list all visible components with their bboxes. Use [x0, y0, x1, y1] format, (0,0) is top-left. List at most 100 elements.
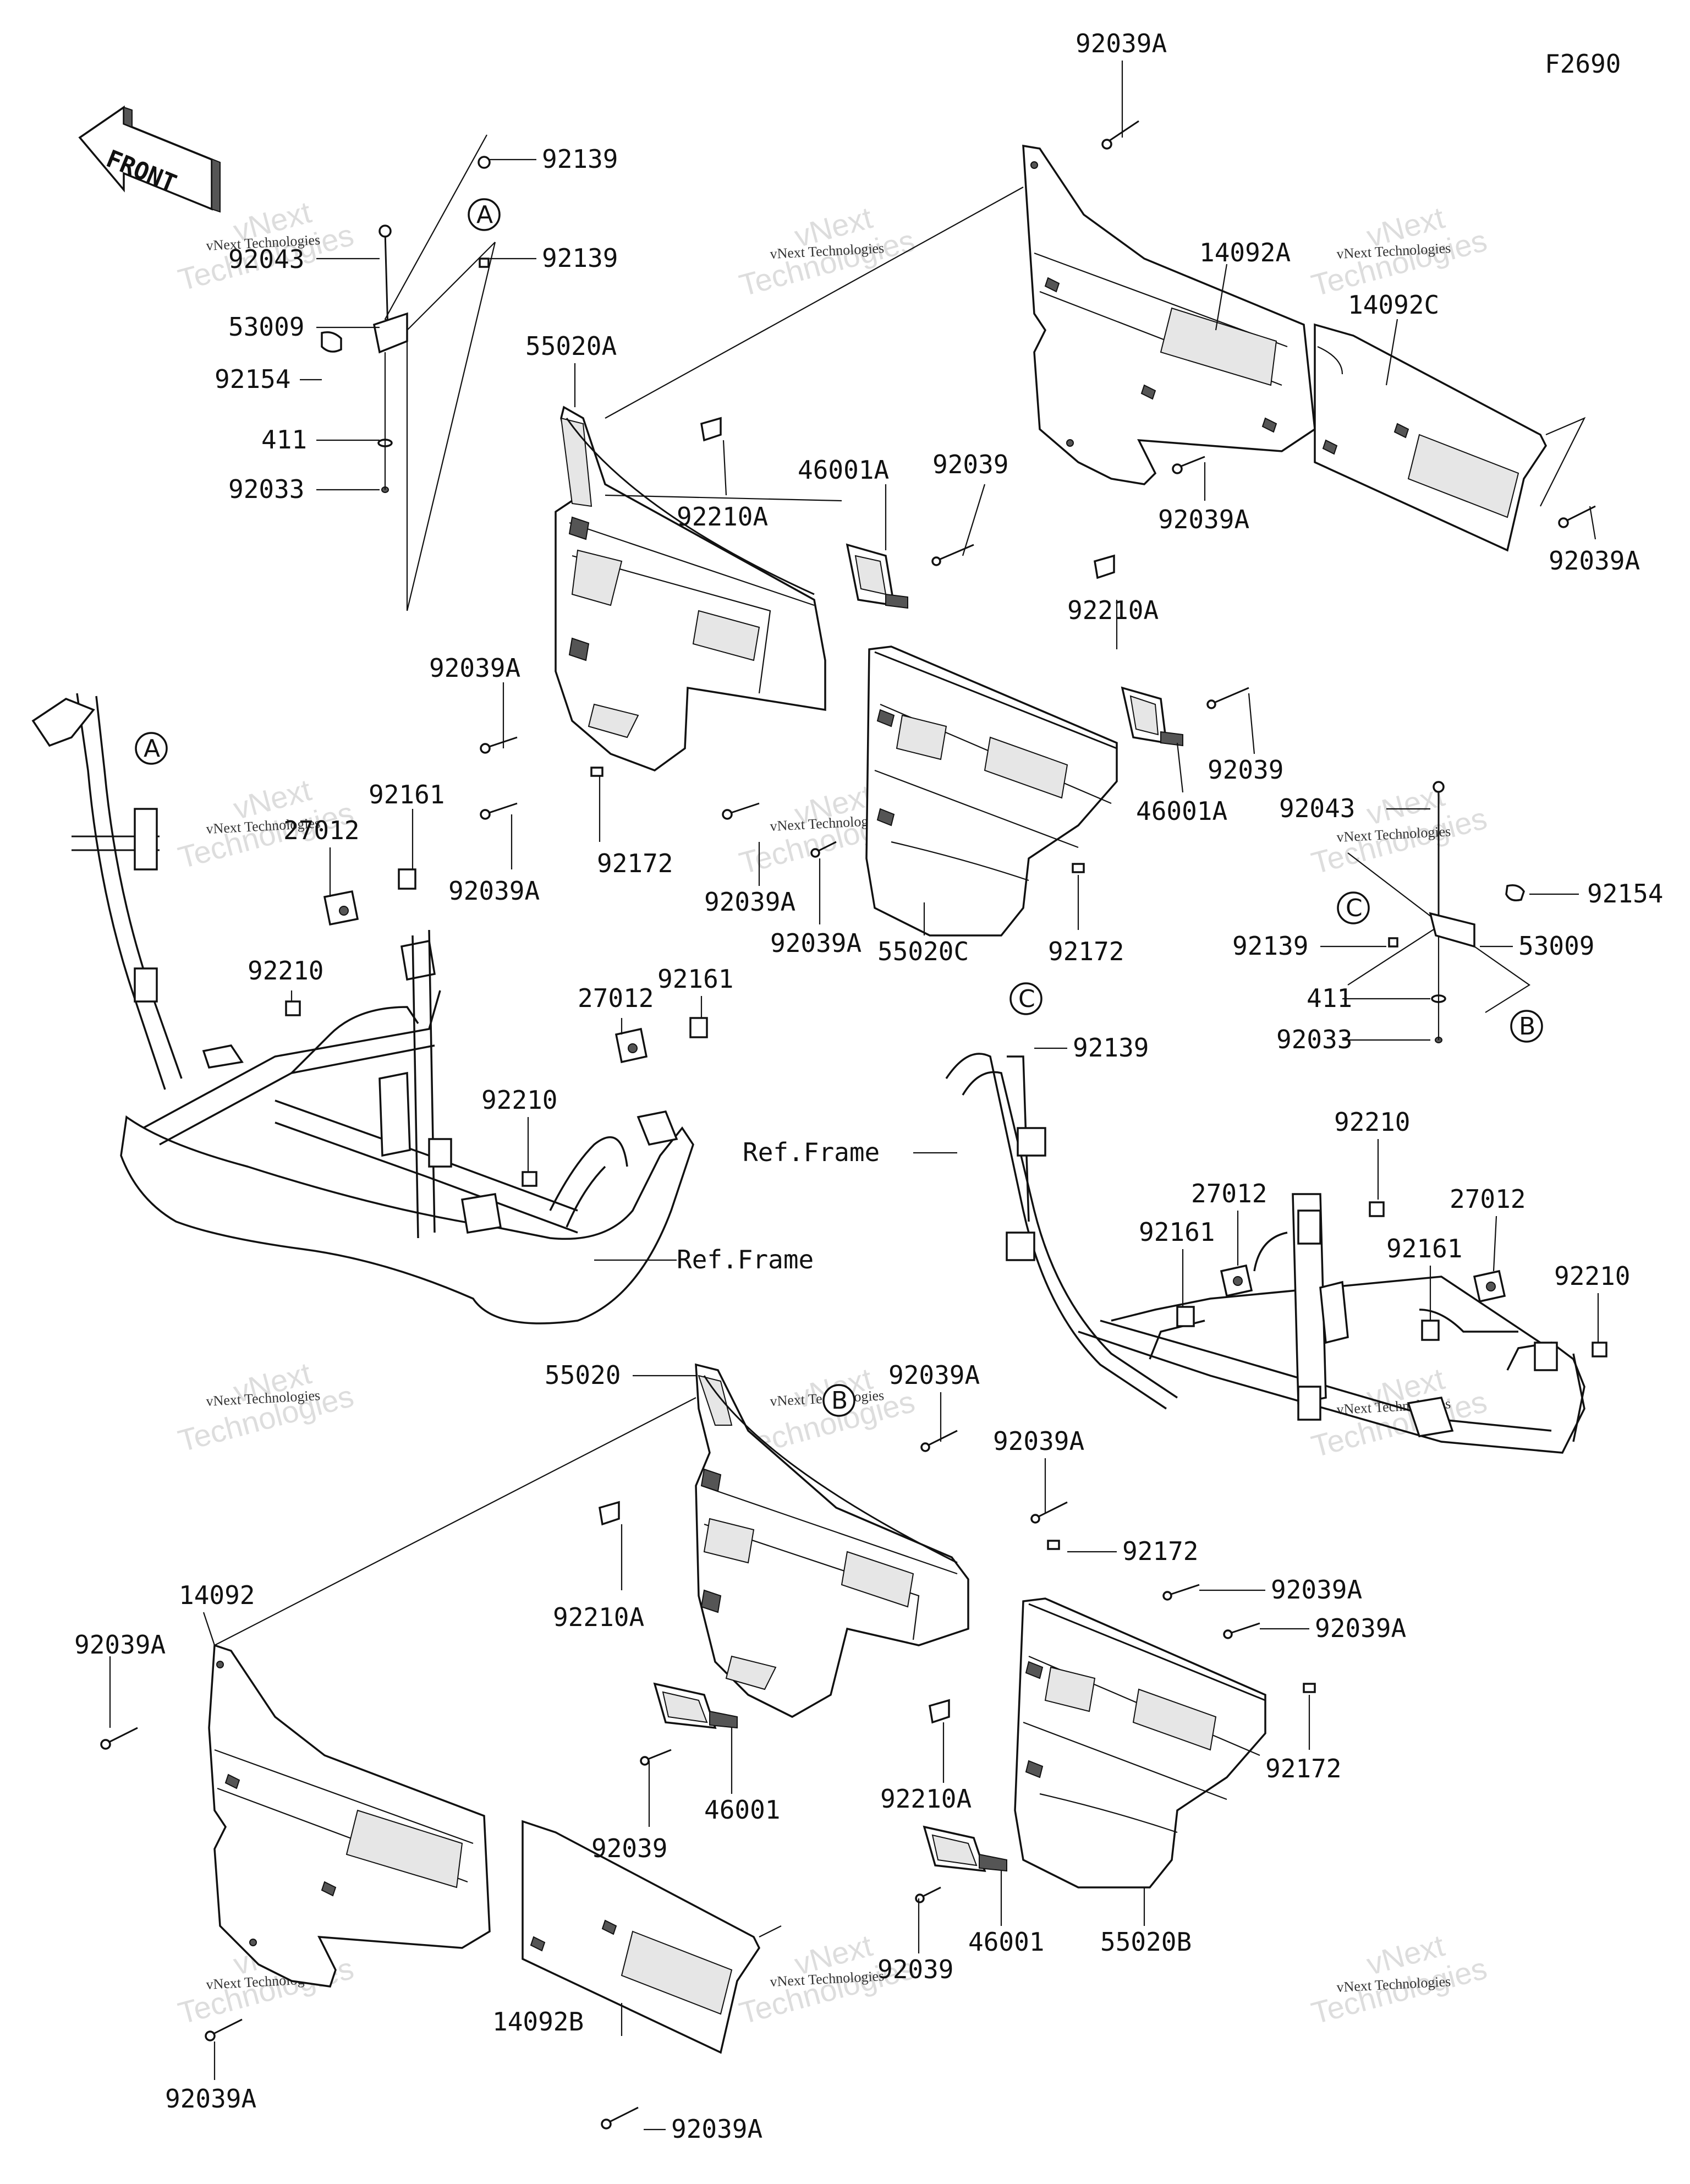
part-label: 92161	[657, 964, 733, 994]
watermark: vNext Technologies	[1308, 200, 1490, 303]
nut-92210-left-2	[522, 1171, 537, 1187]
rivet-icon	[1030, 1501, 1068, 1524]
side-cover-14092B	[522, 1820, 782, 2054]
nut-92210-left-1	[285, 1000, 301, 1016]
screw-icon	[1047, 1540, 1060, 1550]
screw-icon	[1072, 863, 1085, 873]
callout-letter: B	[1519, 1012, 1535, 1041]
part-label: 92210	[1554, 1261, 1630, 1291]
nut-92210-right-1	[1369, 1201, 1385, 1217]
callout-letter: C	[1346, 894, 1363, 922]
part-label: 46001	[704, 1795, 780, 1825]
part-label: 92039A	[429, 653, 520, 683]
part-label: 92139	[542, 243, 618, 273]
part-label: 92210	[1334, 1107, 1410, 1137]
collar-92161-left-2	[689, 1017, 708, 1038]
screw-icon	[1094, 554, 1115, 579]
part-label: 14092C	[1348, 290, 1439, 320]
callout-letter: B	[831, 1387, 848, 1415]
ref-frame-label: Ref.Frame	[677, 1245, 814, 1274]
screw-icon	[929, 1699, 950, 1724]
part-label: 92154	[1587, 879, 1663, 908]
part-label: 92039A	[1549, 546, 1640, 576]
hinge-46001-2	[923, 1825, 1007, 1873]
rivet-icon	[480, 736, 518, 754]
part-label: 92139	[1232, 931, 1308, 961]
front-arrow-icon: FRONT	[78, 105, 221, 213]
part-label: 411	[261, 425, 307, 455]
watermark: vNext Technologies	[1308, 1928, 1490, 2030]
door-panel-55020C	[865, 645, 1118, 937]
part-label: 27012	[1191, 1179, 1267, 1208]
left-hinge-bracket-assembly	[321, 134, 496, 611]
callout-c-bracket: C	[1337, 891, 1370, 924]
part-label: 92039A	[165, 2084, 256, 2114]
part-label: 92039A	[74, 1630, 166, 1660]
rivet-icon	[205, 2018, 243, 2041]
part-label: 55020B	[1100, 1927, 1192, 1957]
fastener-27012-left-2	[614, 1027, 648, 1064]
part-label: 92039	[877, 1955, 953, 1984]
label-leaders	[109, 61, 1599, 2131]
callout-a-frame: A	[135, 732, 168, 765]
part-label: 92161	[369, 780, 445, 809]
part-label: 92033	[228, 474, 304, 504]
diagram-code: F2690	[1545, 49, 1621, 79]
part-labels: 92039A 92139 92139 92043 53009 92154 411…	[74, 29, 1663, 2144]
hinge-46001A-lower	[1121, 686, 1183, 747]
callout-letter: A	[476, 201, 493, 229]
part-label: 92210A	[1067, 595, 1159, 625]
part-label: 92039A	[1076, 29, 1167, 58]
part-label: 92039A	[671, 2114, 762, 2144]
rivet-icon	[810, 841, 837, 858]
part-label: 92043	[228, 244, 304, 274]
part-label: 53009	[1518, 931, 1594, 961]
part-label: 46001	[968, 1927, 1044, 1957]
part-label: 27012	[1450, 1184, 1526, 1214]
part-label: 92210A	[553, 1602, 644, 1632]
part-label: 92039A	[704, 887, 795, 917]
part-label: 92039A	[993, 1426, 1084, 1456]
part-label: 14092A	[1199, 238, 1291, 267]
rivet-icon	[920, 1430, 958, 1452]
leader-line	[214, 1397, 696, 1646]
part-label: 92210A	[880, 1784, 972, 1814]
part-label: 27012	[283, 815, 359, 845]
rivet-icon	[1162, 1584, 1200, 1601]
ref-frame-label: Ref.Frame	[743, 1137, 880, 1167]
part-label: 92039A	[448, 876, 540, 906]
callout-c-frame: C	[1009, 982, 1042, 1015]
rivet-icons	[100, 120, 1596, 2130]
part-label: 92039A	[1315, 1613, 1406, 1643]
part-label: 92033	[1276, 1025, 1352, 1054]
rivet-icon	[1172, 456, 1205, 474]
screw-icon	[1303, 1683, 1316, 1693]
part-label: 27012	[578, 983, 654, 1013]
part-label: 92210	[481, 1085, 557, 1115]
rivet-icon	[1101, 120, 1139, 150]
frame-left	[31, 693, 694, 1324]
part-label: 92043	[1279, 793, 1355, 823]
watermark: vNext Technologies	[1308, 778, 1490, 880]
part-label: 92172	[597, 849, 673, 878]
part-label: 46001A	[798, 455, 889, 485]
rivet-icon	[722, 802, 760, 820]
collar-92161-left-1	[398, 868, 416, 890]
part-label: 92039A	[1158, 505, 1249, 534]
rivet-icon	[915, 1886, 941, 1903]
callout-b-lower: B	[822, 1384, 855, 1417]
side-cover-14092A	[1022, 144, 1316, 485]
fastener-27012-left-1	[323, 890, 359, 926]
door-panel-55020A	[555, 406, 826, 771]
screw-icon	[700, 417, 722, 442]
part-label: 92039A	[1271, 1575, 1362, 1605]
callout-letter: A	[144, 735, 160, 763]
collar-92161-right-2	[1421, 1320, 1440, 1341]
side-cover-14092C	[1314, 323, 1586, 552]
rivet-icon	[601, 2106, 639, 2130]
part-label: 14092	[179, 1580, 255, 1610]
leader-line	[605, 187, 1024, 419]
collar-92161-right-1	[1176, 1306, 1195, 1327]
part-label: 92039A	[888, 1360, 980, 1390]
